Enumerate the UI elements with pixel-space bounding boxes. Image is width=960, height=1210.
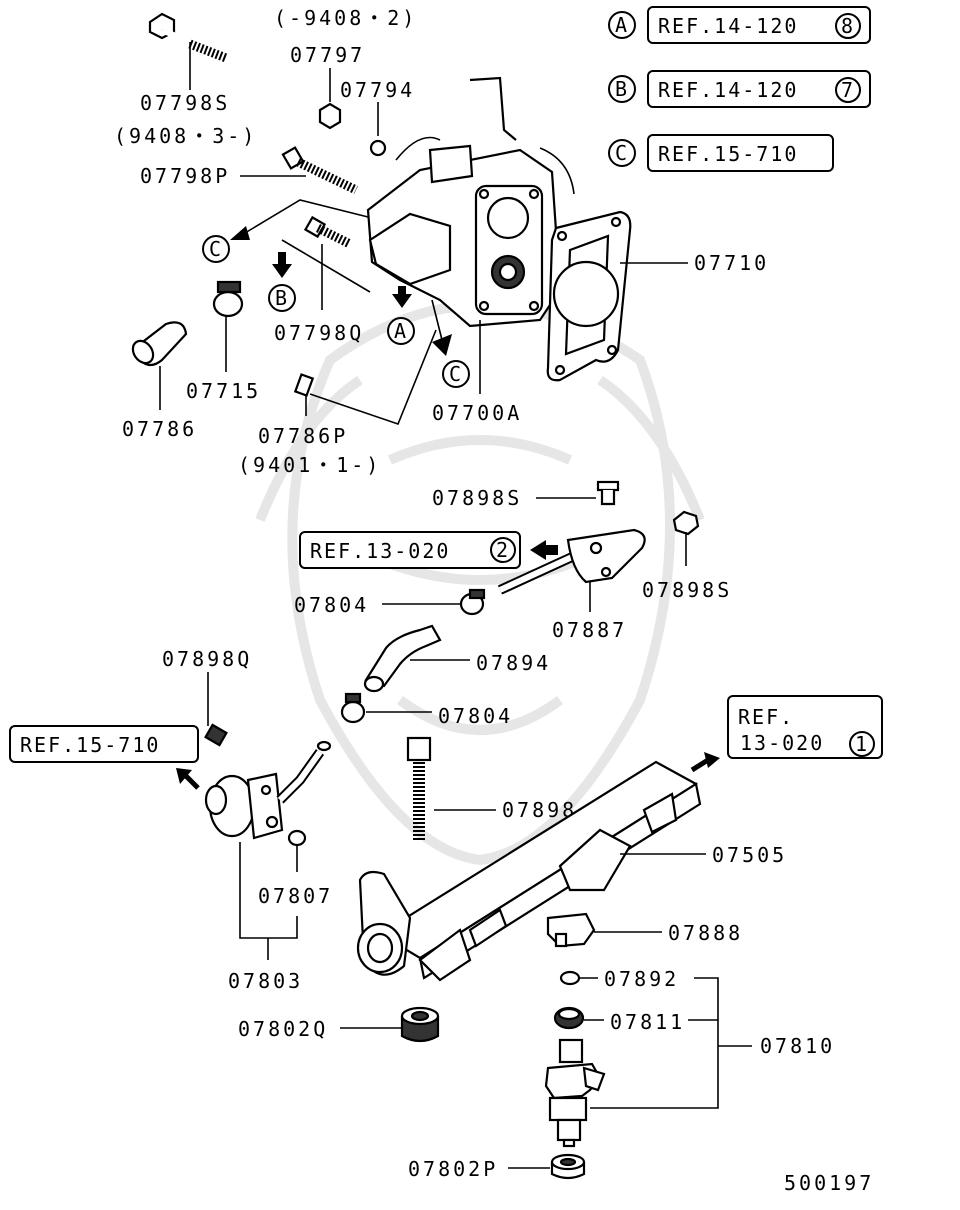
ref-text-a: REF.14-120: [658, 14, 798, 38]
label-07888: 07888: [668, 921, 743, 945]
clamp-07715: [212, 280, 244, 318]
injector-07810: [544, 1038, 606, 1148]
callout-letter-a: A: [615, 13, 629, 37]
throttle-body-07700a: [366, 76, 575, 328]
label-07786: 07786: [122, 417, 197, 441]
ref-num-a: 8: [841, 14, 855, 38]
callout-c-left: C: [202, 199, 381, 263]
label-07804-bottom: 07804: [438, 704, 513, 728]
bolt-07798q: [303, 215, 353, 249]
ref-num-circle-a: [835, 13, 861, 39]
pressure-regulator-07803: [204, 740, 332, 840]
svg-text:1: 1: [855, 732, 869, 756]
callout-letter-b: B: [615, 77, 629, 101]
ref-text-c: REF.15-710: [658, 142, 798, 166]
hose-07894: [363, 624, 442, 693]
svg-text:B: B: [275, 286, 289, 310]
label-07898q: 07898Q: [162, 647, 252, 671]
ref-legend-a: A REF.14-120 8: [608, 6, 871, 44]
ref-box-c: [647, 134, 834, 172]
label-07887: 07887: [552, 618, 627, 642]
label-07715: 07715: [186, 379, 261, 403]
bolt-07898s-top: [596, 480, 620, 506]
label-07810: 07810: [760, 1034, 835, 1058]
svg-text:C: C: [449, 362, 463, 386]
bolt-07898: [406, 736, 432, 842]
hose-07786: [131, 321, 188, 367]
label-07802p: 07802P: [408, 1157, 498, 1181]
label-07807: 07807: [258, 884, 333, 908]
label-07802q: 07802Q: [238, 1017, 328, 1041]
seal-07892: [559, 970, 581, 986]
label-07797: 07797: [290, 43, 365, 67]
callout-letter-c: C: [615, 141, 629, 165]
ref-box-15-710-lower: REF.15-710: [9, 725, 199, 763]
svg-text:REF.15-710: REF.15-710: [20, 733, 160, 757]
ref-legend-b: B REF.14-120 7: [608, 70, 871, 108]
svg-text:2: 2: [496, 538, 510, 562]
gasket-07710: [546, 210, 632, 382]
o-ring-07811: [553, 1006, 585, 1030]
label-07898s-right: 07898S: [642, 578, 732, 602]
clamp-07804-bottom: [340, 692, 366, 724]
fuel-rail-07505: [356, 760, 702, 982]
label-07804-top: 07804: [294, 593, 369, 617]
diagram-id: 500197: [784, 1171, 874, 1195]
callout-circle-b: [608, 75, 636, 103]
label-07798s: 07798S: [140, 91, 230, 115]
callout-circle-c: [608, 139, 636, 167]
callout-a: A: [387, 286, 415, 345]
clamp-07804-top: [459, 588, 486, 616]
ref-box-13-020-1: REF. 13-020 1: [727, 695, 883, 759]
callout-c-lower: C: [431, 299, 470, 388]
bolt-07798p: [281, 146, 358, 195]
note-9401-1: (9401・1-): [238, 453, 381, 477]
label-07710: 07710: [694, 251, 769, 275]
label-07898: 07898: [502, 798, 577, 822]
svg-text:A: A: [394, 319, 408, 343]
svg-text:REF.: REF.: [738, 705, 794, 729]
label-07803: 07803: [228, 969, 303, 993]
ref-legend-c: C REF.15-710: [608, 134, 834, 172]
callout-b-left: B: [268, 239, 371, 312]
svg-text:REF.13-020: REF.13-020: [310, 539, 450, 563]
label-07898s-top: 07898S: [432, 486, 522, 510]
clip-07888: [546, 912, 596, 948]
ref-num-circle-b: [835, 77, 861, 103]
label-07811: 07811: [610, 1010, 685, 1034]
insulator-07802p: [550, 1153, 586, 1180]
ref-box-13-020-2: REF.13-020 2: [299, 531, 521, 569]
label-07894: 07894: [476, 651, 551, 675]
bolt-07898q: [204, 723, 228, 747]
callout-circle-a: [608, 11, 636, 39]
ref-text-b: REF.14-120: [658, 78, 798, 102]
return-pipe-07887: [497, 528, 646, 595]
label-07786p: 07786P: [258, 424, 348, 448]
nut-07797: [318, 102, 342, 130]
nipple-07786p: [293, 373, 315, 397]
svg-text:C: C: [209, 237, 223, 261]
ref-box-b: [647, 70, 871, 108]
ref-box-a: [647, 6, 871, 44]
note-9408-2: (-9408・2): [274, 6, 417, 30]
bolt-07898s-right: [672, 510, 700, 566]
label-07700a: 07700A: [432, 401, 522, 425]
label-07798p: 07798P: [140, 164, 230, 188]
washer-07794: [369, 139, 387, 157]
svg-text:13-020: 13-020: [740, 731, 824, 755]
label-07505: 07505: [712, 843, 787, 867]
bolt-07798s: [148, 12, 228, 90]
label-07892: 07892: [604, 967, 679, 991]
ref-num-b: 7: [841, 78, 855, 102]
note-9408-3: (9408・3-): [114, 124, 257, 148]
label-07798q: 07798Q: [274, 321, 364, 345]
insulator-07802q: [400, 1006, 440, 1043]
o-ring-07807: [287, 829, 307, 847]
label-07794: 07794: [340, 78, 415, 102]
